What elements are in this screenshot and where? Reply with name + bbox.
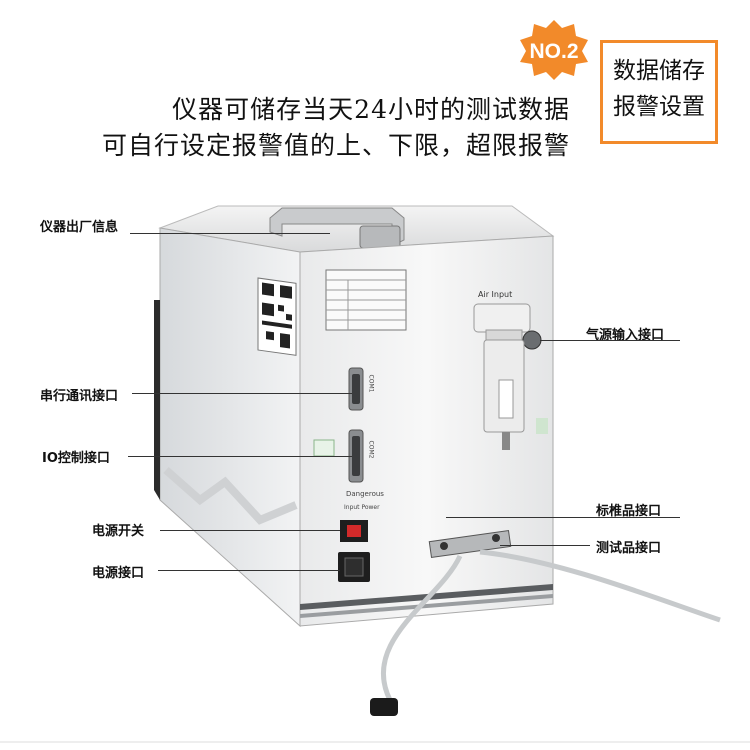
feature-tag-line-1: 数据储存 xyxy=(613,58,705,84)
callout-line-standard-port xyxy=(446,517,680,518)
callout-line-power-switch xyxy=(160,530,340,531)
feature-tag-line-2: 报警设置 xyxy=(613,94,705,120)
badge-no2: NO.2 xyxy=(520,20,588,80)
callout-standard-port: 标椎品接口 xyxy=(596,504,662,519)
callout-line-test-port xyxy=(500,545,590,546)
callout-line-air-input xyxy=(540,340,680,341)
badge-text: NO.2 xyxy=(529,40,578,63)
callout-line-serial-port xyxy=(132,393,352,394)
input-power-label: Input Power xyxy=(344,504,380,511)
callout-line-nameplate xyxy=(130,233,330,234)
callout-test-port: 测试品接口 xyxy=(596,541,662,556)
headline-line-1: 仪器可储存当天24小时的测试数据 xyxy=(172,95,570,124)
callout-serial-port: 串行通讯接口 xyxy=(40,389,119,404)
air-input-label: Air Input xyxy=(478,290,513,299)
callout-air-input: 气源输入接口 xyxy=(586,328,665,343)
com2-label: COM2 xyxy=(367,440,375,459)
feature-tag-box: 数据储存 报警设置 xyxy=(600,40,718,144)
callout-power-switch: 电源开关 xyxy=(92,524,145,539)
headline-line-2: 可自行设定报警值的上、下限，超限报警 xyxy=(101,131,570,160)
callout-power-socket: 电源接口 xyxy=(92,566,145,581)
com1-label: COM1 xyxy=(367,374,375,393)
callout-nameplate: 仪器出厂信息 xyxy=(40,220,119,235)
callout-line-io-port xyxy=(128,456,352,457)
callout-io-port: IO控制接口 xyxy=(42,451,110,466)
callout-line-power-socket xyxy=(158,570,340,571)
dangerous-label: Dangerous xyxy=(346,490,384,498)
